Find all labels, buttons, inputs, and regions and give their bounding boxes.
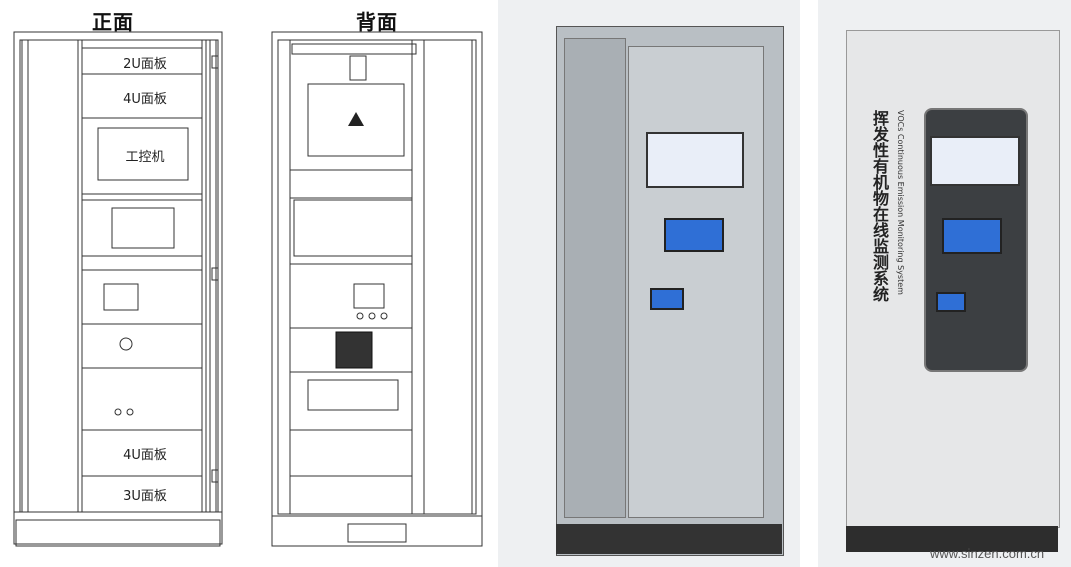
panel-3u-label: 3U面板 — [123, 489, 167, 504]
panel-4u-top-label: 4U面板 — [123, 92, 167, 107]
window-controller-screen — [936, 292, 966, 312]
system-name-en: VOCs Continuous Emission Monitoring Syst… — [896, 110, 905, 295]
controller-screen — [650, 288, 684, 310]
watermark: www.sinzen.com.cn — [930, 546, 1045, 561]
panel-2u-label: 2U面板 — [123, 57, 167, 72]
window-ipc-screen — [930, 136, 1020, 186]
ipc-screen — [646, 132, 744, 188]
front-drawing: 正面 2U面板 4U面板 工控机 — [0, 0, 240, 567]
cabinet-base — [556, 524, 782, 554]
system-name-cn: 挥发性有机物在线监测系统 — [870, 110, 889, 302]
cabinet-rack — [628, 46, 764, 518]
photo-closed-cabinet: 挥发性有机物在线监测系统 VOCs Continuous Emission Mo… — [818, 0, 1071, 567]
closed-cabinet-base — [846, 526, 1058, 552]
cabinet-door-left — [564, 38, 626, 518]
back-title: 背面 — [356, 10, 398, 34]
analyzer-screen — [664, 218, 724, 252]
front-title: 正面 — [92, 10, 134, 34]
photo-open-cabinet — [498, 0, 800, 567]
panel-4u-bottom-label: 4U面板 — [123, 448, 167, 463]
ipc-label: 工控机 — [125, 150, 165, 165]
window-analyzer-screen — [942, 218, 1002, 254]
front-cabinet-outline — [13, 31, 223, 547]
back-cabinet-outline — [271, 31, 483, 547]
back-drawing: 背面 — [262, 0, 494, 567]
